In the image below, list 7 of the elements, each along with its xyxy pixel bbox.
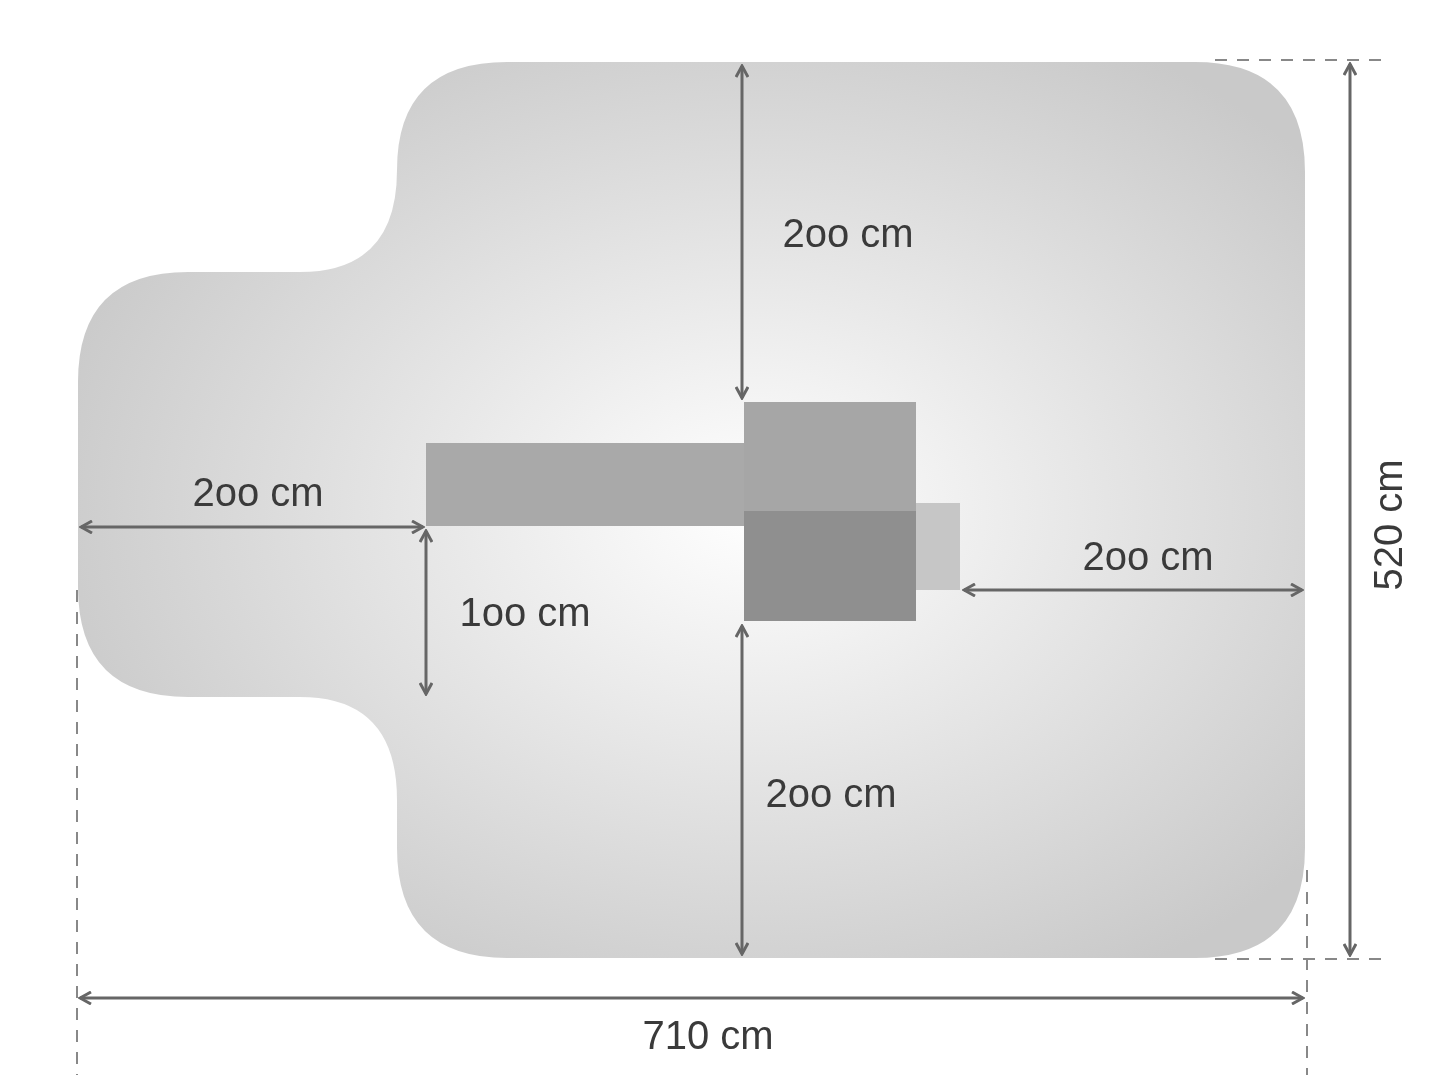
dimension-label: 2oo cm [192, 472, 324, 512]
dimension-label: 2oo cm [782, 213, 914, 253]
dimension-label: 1oo cm [459, 592, 591, 632]
dimension-label: 520 cm [1368, 459, 1408, 591]
dimension-label: 2oo cm [1082, 536, 1214, 576]
dimension-label: 2oo cm [765, 773, 897, 813]
dimension-label: 710 cm [642, 1015, 774, 1055]
